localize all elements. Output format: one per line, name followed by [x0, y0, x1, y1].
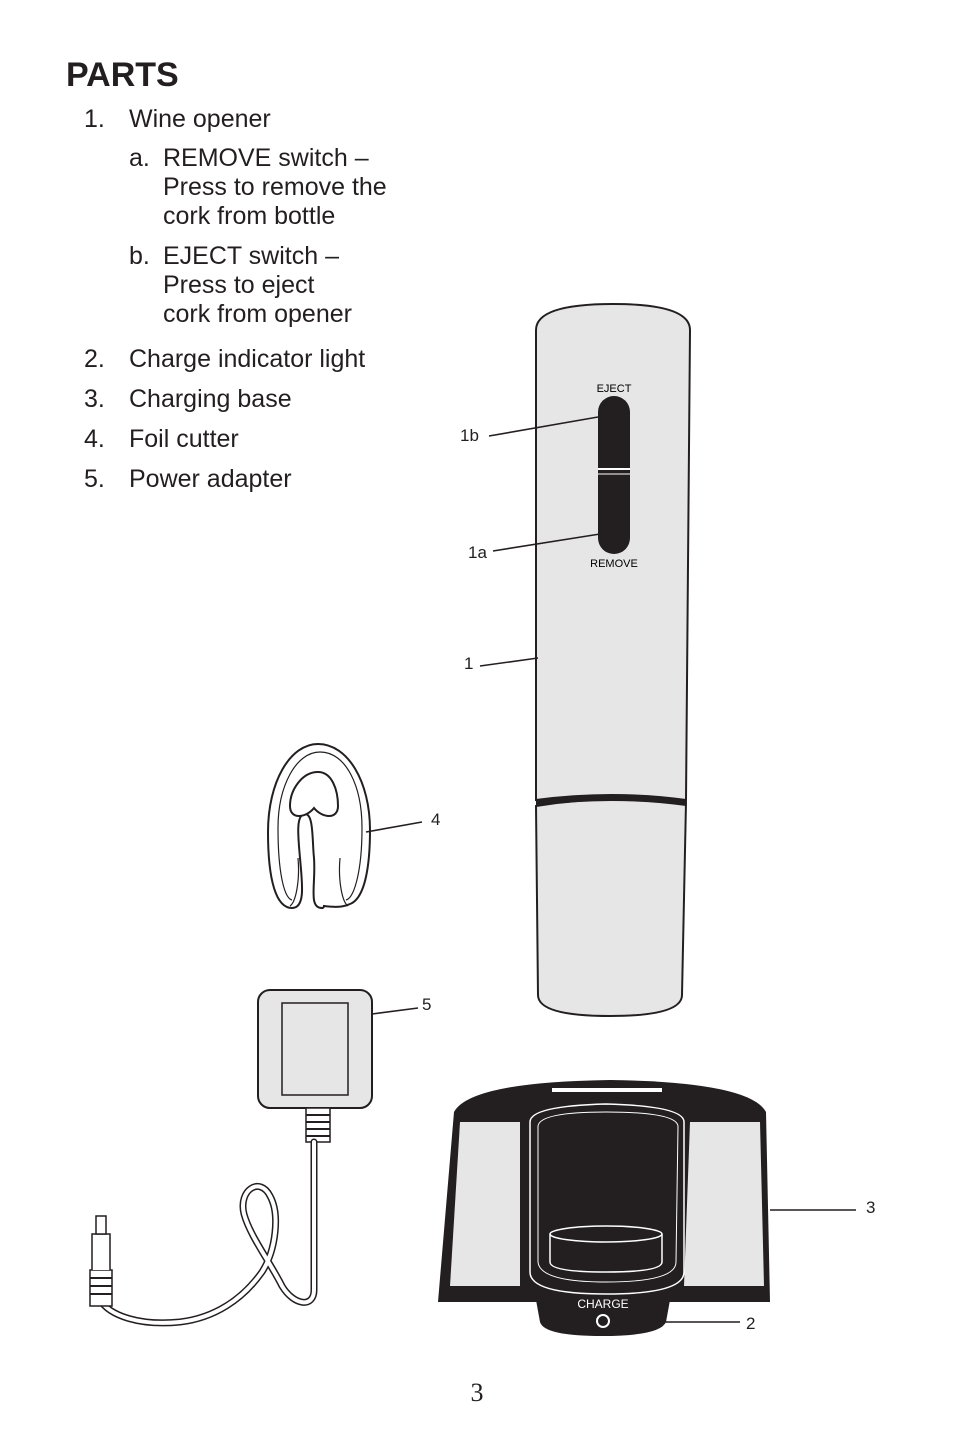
list-item: 5. Power adapter	[84, 462, 444, 502]
charge-indicator-light	[596, 1314, 610, 1328]
sub-letter: a.	[129, 144, 150, 172]
sub-text: EJECT switch – Press to eject cork from …	[163, 242, 352, 328]
callout-2: 2	[746, 1314, 755, 1333]
sub-list-item: a. REMOVE switch – Press to remove the c…	[129, 144, 444, 242]
sub-text: REMOVE switch – Press to remove the cork…	[163, 144, 387, 230]
wine-opener-illustration: EJECT REMOVE	[534, 302, 692, 1018]
list-item: 1. Wine opener	[84, 102, 444, 142]
list-label: Wine opener	[129, 105, 271, 133]
callout-1: 1	[464, 654, 473, 673]
callout-3: 3	[866, 1198, 875, 1217]
parts-list: 1. Wine opener a. REMOVE switch – Press …	[84, 102, 444, 502]
list-number: 2.	[84, 345, 105, 373]
callout-1b: 1b	[460, 426, 479, 445]
eject-label: EJECT	[597, 383, 632, 395]
callout-1a: 1a	[468, 543, 487, 562]
list-item: 3. Charging base	[84, 382, 444, 422]
switch-rocker	[598, 396, 630, 554]
foil-cutter-illustration	[266, 742, 372, 910]
list-label: Foil cutter	[129, 425, 239, 453]
list-number: 3.	[84, 385, 105, 413]
charge-label: CHARGE	[577, 1297, 628, 1311]
charging-base-illustration: CHARGE	[438, 1080, 770, 1336]
power-adapter-illustration	[89, 989, 373, 1327]
callout-4: 4	[431, 810, 440, 829]
list-item: 2. Charge indicator light	[84, 342, 444, 382]
list-number: 1.	[84, 105, 105, 133]
list-label: Power adapter	[129, 465, 292, 493]
list-item: 4. Foil cutter	[84, 422, 444, 462]
list-label: Charging base	[129, 385, 292, 413]
sub-list-item: b. EJECT switch – Press to eject cork fr…	[129, 242, 444, 342]
sub-letter: b.	[129, 242, 150, 270]
page-number: 3	[470, 1378, 484, 1407]
list-label: Charge indicator light	[129, 345, 366, 373]
callout-5: 5	[422, 995, 431, 1014]
remove-label: REMOVE	[590, 558, 638, 570]
page-title: PARTS	[66, 56, 179, 94]
list-number: 5.	[84, 465, 105, 493]
list-number: 4.	[84, 425, 105, 453]
leader-lines	[365, 416, 856, 1323]
